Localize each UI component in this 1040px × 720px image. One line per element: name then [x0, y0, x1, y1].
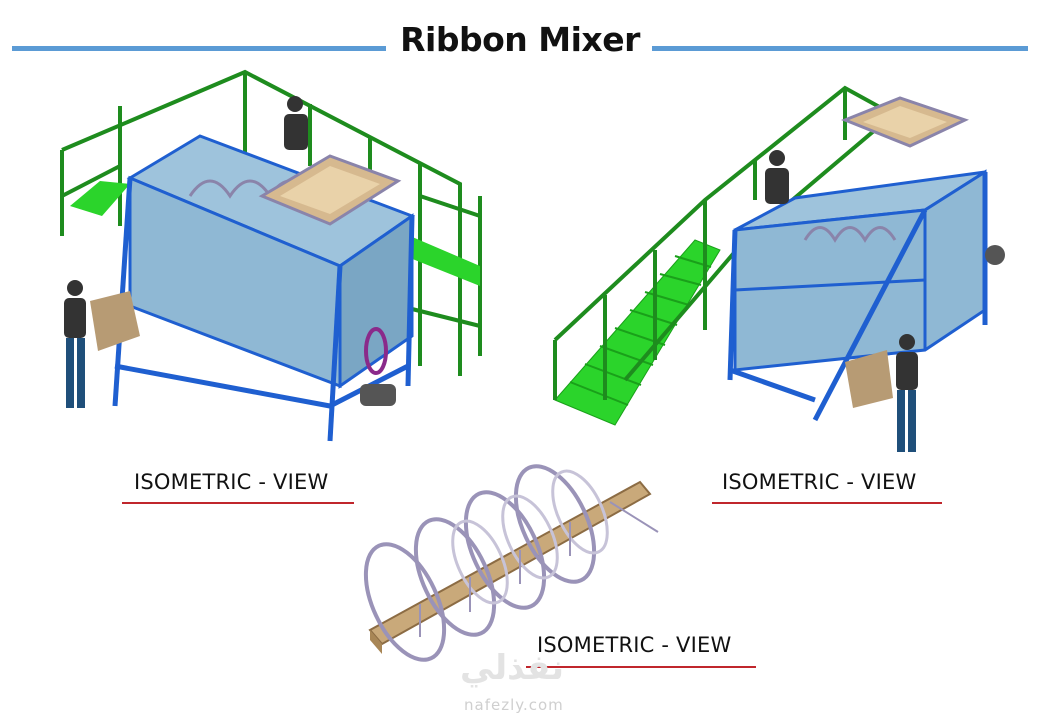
caption-left: ISOMETRIC - VIEW [134, 470, 329, 494]
caption-right: ISOMETRIC - VIEW [722, 470, 917, 494]
caption-right-rule [712, 502, 942, 504]
title-rule-left [12, 46, 386, 51]
caption-bottom-rule [526, 666, 756, 668]
ribbon-mixer-with-platform-figure [60, 69, 482, 442]
watermark-logo: نفذلي [460, 648, 565, 688]
title-rule-right [652, 46, 1028, 51]
ribbon-mixer-with-stairs-figure [553, 85, 1005, 452]
page-title: Ribbon Mixer [400, 20, 640, 59]
caption-left-rule [122, 502, 354, 504]
caption-bottom: ISOMETRIC - VIEW [537, 633, 732, 657]
ribbon-agitator-shaft-figure [363, 464, 659, 662]
watermark-url: nafezly.com [464, 696, 564, 714]
